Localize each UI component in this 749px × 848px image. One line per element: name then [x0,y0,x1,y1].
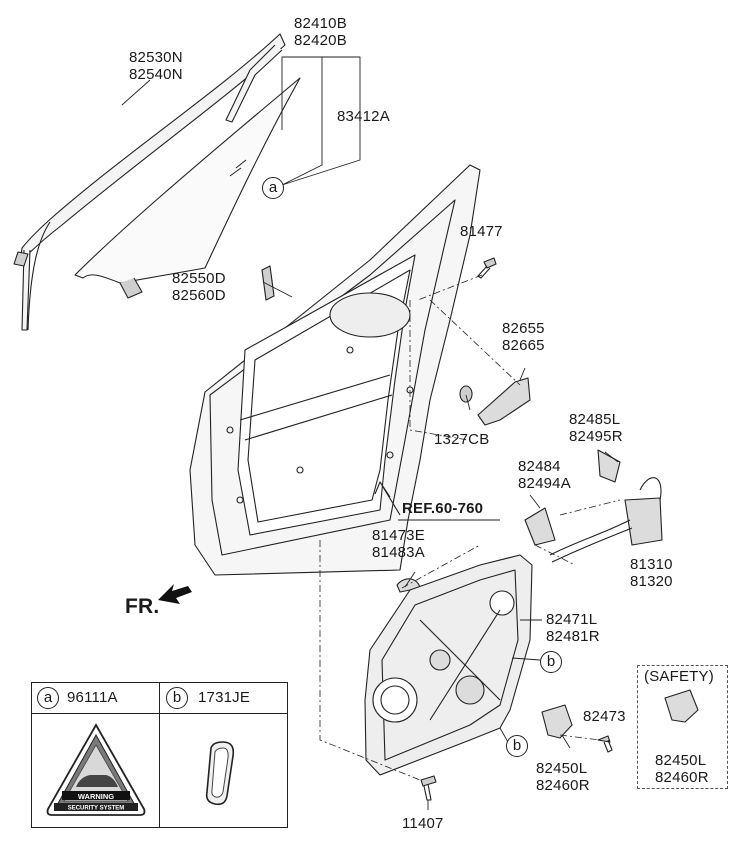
legend-callout-a: a [37,687,59,709]
safety-title: (SAFETY) [644,668,714,685]
linkage-82484 [524,507,556,546]
label-1327cb: 1327CB [434,431,490,448]
legend-part-96111a: 96111A [67,689,118,706]
label-83412a: 83412A [337,108,390,125]
label-81477: 81477 [460,223,503,240]
front-marker-label: FR. [125,595,160,618]
door-inner-panel [189,164,481,576]
grommet-1327cb [459,385,473,403]
callout-b-upper: b [540,651,562,673]
legend-part-1731je: 1731JE [198,689,251,706]
security-decal-image: WARNING SECURITY SYSTEM [46,723,146,816]
front-arrow [158,584,192,604]
door-module-panel [364,554,533,776]
callout-a: a [262,177,284,199]
label-11407: 11407 [402,815,444,832]
glass-run-channel [13,33,286,331]
window-motor [541,704,573,739]
plug-1731je-image [205,741,235,806]
legend-divider [159,683,160,827]
safety-window-motor [664,689,699,723]
legend-table: a 96111A b 1731JE WARNING SECURITY SYSTE… [31,682,288,828]
bolt-81477 [477,257,497,279]
bolt-11407 [420,775,437,801]
legend-callout-b: b [166,687,188,709]
door-latch-81310 [549,477,663,563]
reference-label: REF.60-760 [402,500,484,517]
bolt-82473 [597,735,613,753]
outside-handle-bracket [477,377,531,426]
label-82473: 82473 [583,708,626,725]
decal-warning-text: WARNING [78,792,114,801]
glass-stopper [261,265,275,301]
callout-b-lower: b [506,735,528,757]
door-glass [74,77,301,299]
decal-security-text: SECURITY SYSTEM [68,806,125,812]
ref-arrow [374,481,401,516]
